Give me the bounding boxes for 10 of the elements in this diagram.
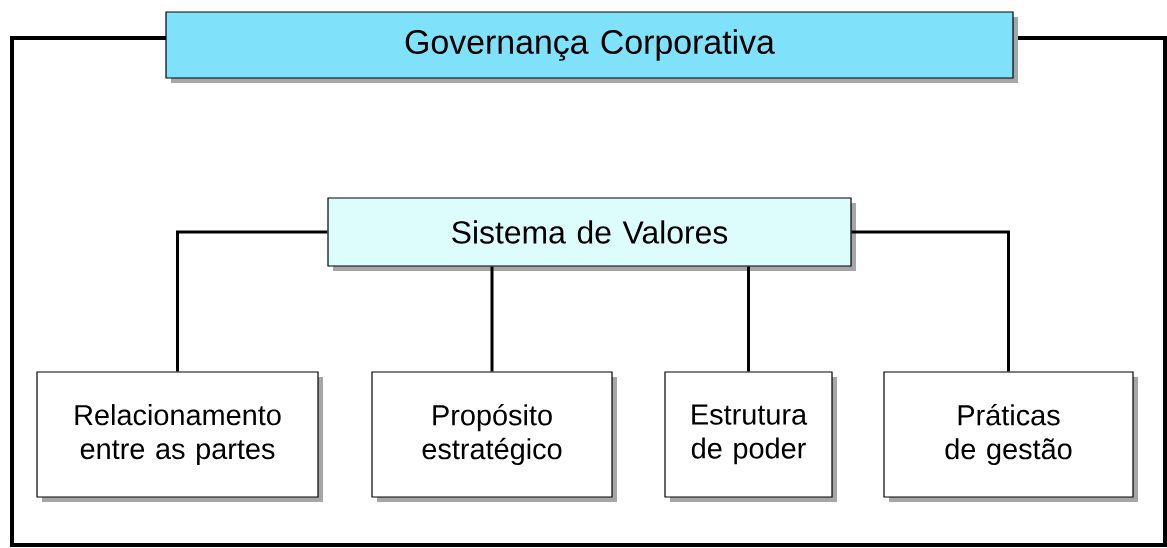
connector-line: [176, 230, 328, 372]
category-box: Relacionamento entre as partes: [36, 371, 323, 502]
category-box: Propósito estratégico: [371, 371, 617, 502]
connector-line: [851, 230, 1010, 372]
category-box: Estrutura de poder: [664, 371, 837, 502]
header-box: Sistema de Valores: [327, 197, 856, 271]
title-box: Governança Corporativa: [165, 11, 1018, 83]
connector-line: [490, 266, 494, 372]
category-box: Práticas de gestão: [883, 371, 1138, 502]
connector-line: [747, 266, 750, 372]
